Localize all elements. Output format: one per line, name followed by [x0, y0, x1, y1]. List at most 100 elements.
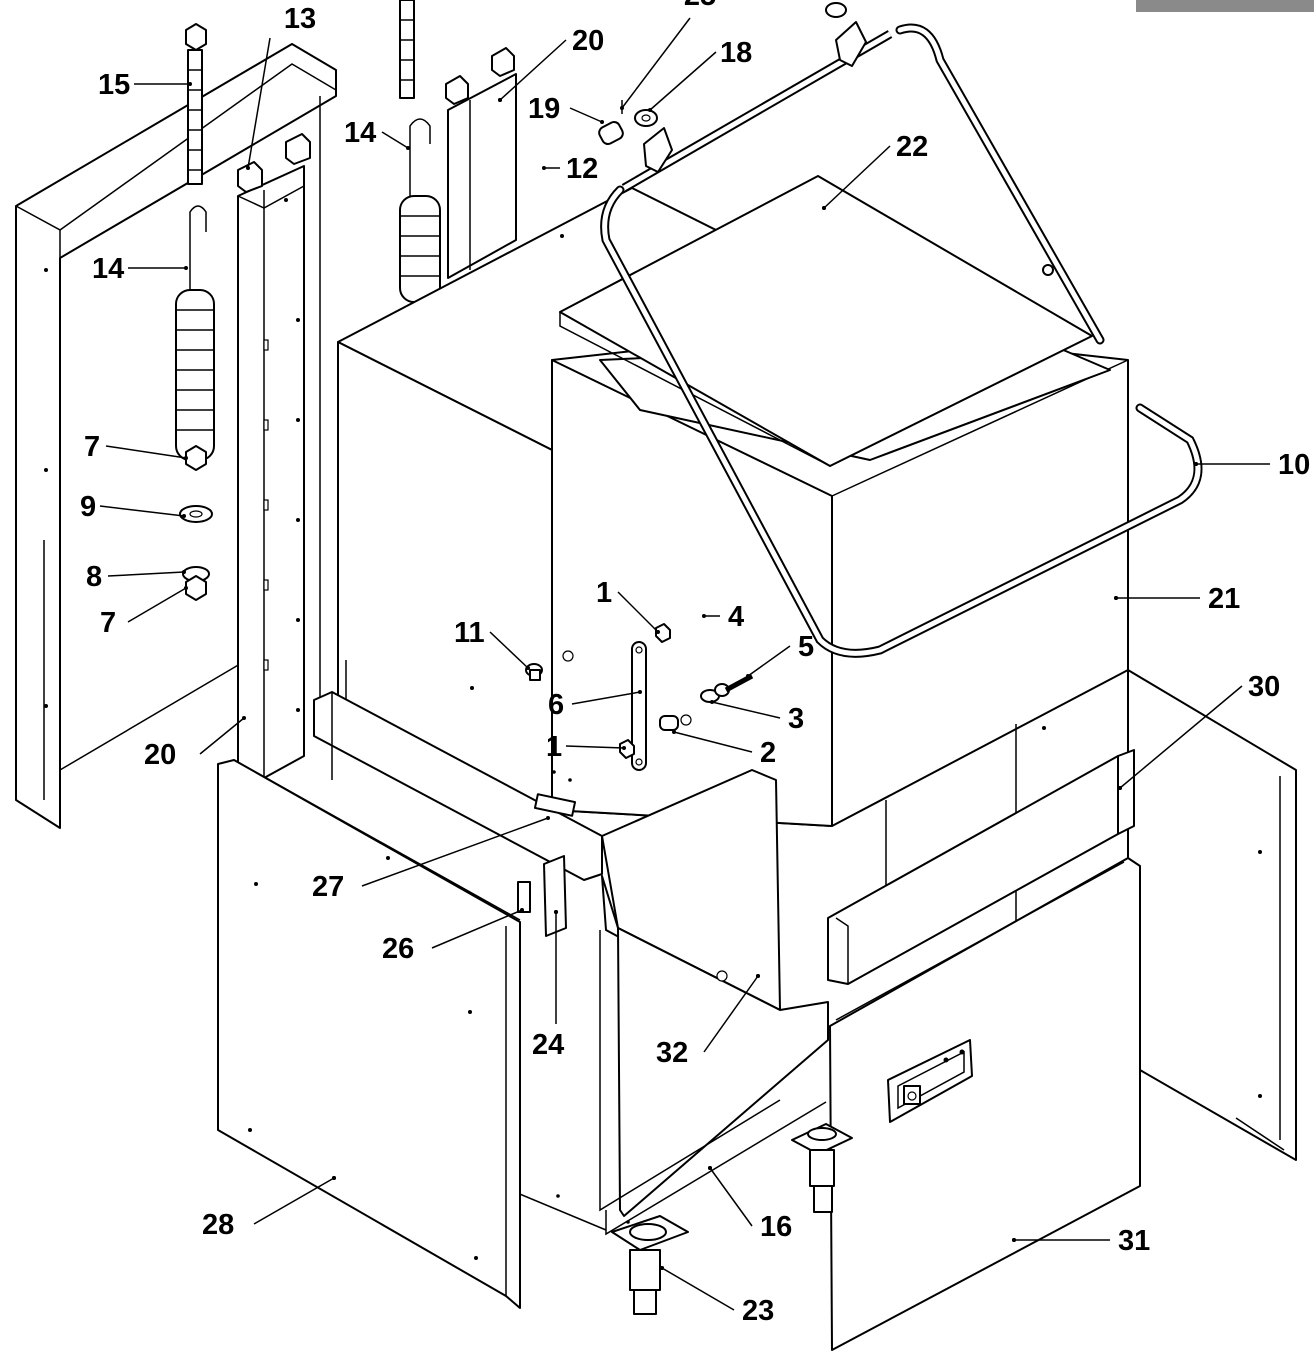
callout-26: 26: [382, 908, 524, 965]
leader-dot: [242, 716, 246, 720]
lid-plate: [559, 175, 1093, 467]
leader-line: [247, 37, 271, 169]
callout-layer: 2513201815191422121471098121471153063122…: [80, 0, 1310, 1327]
leader-dot: [702, 614, 706, 618]
callout-label: 27: [312, 871, 344, 903]
callout-8: 8: [86, 561, 186, 593]
leader-dot: [184, 586, 188, 590]
callout-13: 13: [246, 3, 316, 170]
leader-line: [617, 591, 659, 633]
spring-right: [399, 118, 441, 303]
left-vertical-channel: [237, 96, 321, 779]
callout-label: 1: [596, 577, 612, 609]
leader-dot: [1118, 786, 1122, 790]
callout-30: 30: [1118, 671, 1280, 790]
callout-label: 12: [566, 153, 598, 185]
leader-line: [99, 505, 185, 517]
callout-19: 19: [528, 93, 604, 125]
callout-2: 2: [672, 730, 776, 769]
leader-dot: [660, 1266, 664, 1270]
callout-22: 22: [822, 131, 928, 210]
callout-27: 27: [312, 816, 550, 903]
callout-label: 30: [1248, 671, 1280, 703]
callout-32: 32: [656, 974, 760, 1069]
lower-frame: [509, 724, 1141, 1236]
left-door-panel: [217, 759, 521, 1309]
leader-dot: [546, 816, 550, 820]
front-door-panel: [829, 857, 1141, 1351]
callout-label: 14: [344, 117, 376, 149]
callout-10: 10: [1194, 449, 1310, 481]
callout-3: 3: [710, 700, 804, 735]
leader-dot: [710, 700, 714, 704]
nut-washer-stack: [179, 445, 213, 601]
leader-dot: [332, 1176, 336, 1180]
callout-label: 2: [760, 737, 776, 769]
callout-4: 4: [702, 601, 744, 633]
leader-dot: [246, 166, 250, 170]
callout-label: 25: [684, 0, 716, 12]
leader-dot: [1114, 596, 1118, 600]
leader-dot: [600, 120, 604, 124]
callout-7: 7: [84, 431, 188, 463]
callout-6: 6: [548, 689, 642, 721]
leader-line: [649, 51, 717, 111]
callout-label: 4: [728, 601, 744, 633]
callout-24: 24: [532, 910, 564, 1061]
leader-dot: [746, 674, 750, 678]
callout-label: 7: [100, 607, 116, 639]
leader-dot: [182, 514, 186, 518]
leader-line: [823, 145, 891, 209]
leader-line: [431, 909, 523, 949]
control-panel-box: [887, 1039, 973, 1123]
callout-label: 10: [1278, 449, 1310, 481]
leader-line: [711, 701, 781, 719]
callout-label: 16: [760, 1211, 792, 1243]
leader-line: [747, 645, 791, 677]
pivot-hardware: [598, 2, 867, 173]
leader-line: [621, 17, 691, 109]
callout-18: 18: [648, 37, 752, 112]
leader-dot: [756, 974, 760, 978]
callout-20: 20: [498, 25, 604, 102]
leader-dot: [406, 146, 410, 150]
leader-line: [571, 691, 641, 705]
callout-9: 9: [80, 491, 186, 523]
callout-label: 6: [548, 689, 564, 721]
callout-label: 14: [92, 253, 124, 285]
leader-line: [673, 731, 753, 753]
leader-dot: [622, 746, 626, 750]
leader-line: [489, 631, 529, 669]
leader-dot: [620, 106, 624, 110]
leader-line: [1119, 685, 1243, 789]
callout-label: 32: [656, 1037, 688, 1069]
callout-7: 7: [100, 586, 188, 639]
callout-label: 1: [546, 731, 562, 763]
leader-dot: [498, 98, 502, 102]
callout-label: 22: [896, 131, 928, 163]
left-lower-rail: [313, 660, 603, 881]
bracket-pair-left: [237, 133, 311, 193]
leader-dot: [1012, 1238, 1016, 1242]
leader-dot: [554, 910, 558, 914]
callout-11: 11: [454, 617, 530, 670]
leader-dot: [526, 666, 530, 670]
callout-label: 26: [382, 933, 414, 965]
callout-label: 23: [742, 1295, 774, 1327]
callout-label: 5: [798, 631, 814, 663]
threaded-rod: [399, 0, 415, 99]
callout-14: 14: [92, 253, 188, 285]
callout-label: 31: [1118, 1225, 1150, 1257]
right-vertical-channel: [447, 73, 517, 279]
leader-dot: [184, 456, 188, 460]
callout-16: 16: [708, 1166, 792, 1243]
leader-dot: [672, 730, 676, 734]
leader-line: [253, 1177, 335, 1225]
leader-dot: [182, 570, 186, 574]
callout-1: 1: [546, 731, 626, 763]
callout-label: 15: [98, 69, 130, 101]
callout-label: 19: [528, 93, 560, 125]
callout-1: 1: [596, 577, 660, 634]
corner-bar: [1136, 0, 1314, 12]
